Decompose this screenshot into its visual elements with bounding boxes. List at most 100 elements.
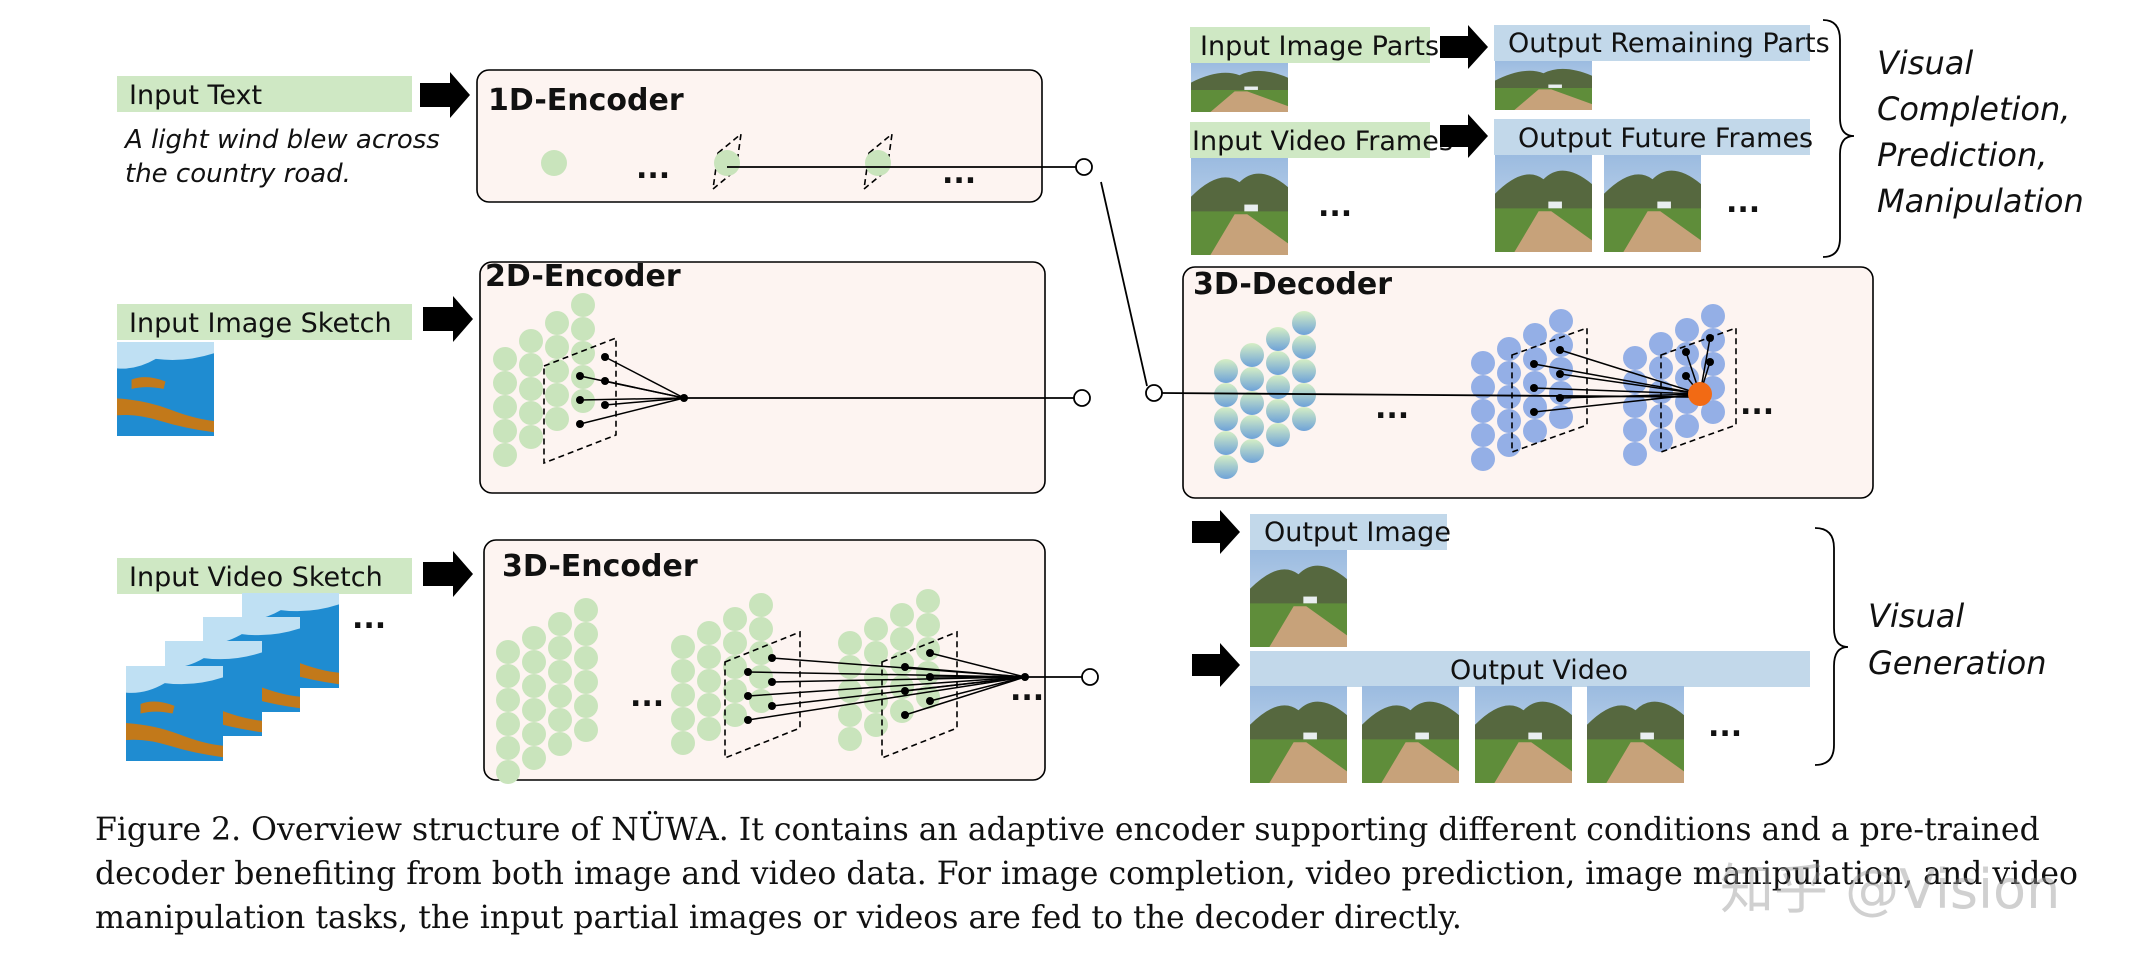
attention-point [1556, 346, 1564, 354]
token-node [890, 627, 914, 651]
completion-group-line2: Completion, [1877, 90, 2070, 128]
attention-point [1682, 348, 1690, 356]
input-video-frames-label: Input Video Frames [1190, 122, 1453, 158]
token-node [697, 717, 721, 741]
attention-point [1556, 370, 1564, 378]
arrow-video-sketch-to-3d-encoder [423, 551, 473, 597]
attention-point [1530, 408, 1538, 416]
arrow-sketch-to-2d-encoder [423, 296, 473, 342]
attention-line [604, 356, 685, 399]
attention-line [747, 676, 1026, 721]
output-video-text: Output Video [1450, 655, 1628, 686]
decoder-ellipsis-1: ... [1375, 391, 1409, 426]
token-node [496, 664, 520, 688]
token-node [890, 699, 914, 723]
token-node [723, 607, 747, 631]
attention-line [1559, 349, 1701, 395]
attention-line [579, 397, 685, 401]
token-node [519, 425, 543, 449]
attention-line [929, 652, 1026, 678]
attention-point [601, 401, 609, 409]
token-node [574, 694, 598, 718]
input-frames-ellipsis: ... [1318, 189, 1352, 224]
token-node [1523, 323, 1547, 347]
token-node [1266, 375, 1290, 399]
token-node [697, 693, 721, 717]
future-frame-2 [1604, 155, 1701, 252]
token-node [1471, 399, 1495, 423]
generated-video-ellipsis: ... [1708, 709, 1742, 744]
3d-encoder-box: 3D-Encoder ... ... [483, 539, 1082, 784]
image-parts-thumbnail [1191, 63, 1288, 112]
token-node [1523, 419, 1547, 443]
token-node [1497, 361, 1521, 385]
output-remaining-parts-label: Output Remaining Parts [1494, 25, 1830, 61]
token-node [1292, 311, 1316, 335]
token-node [1292, 383, 1316, 407]
token-node [1675, 414, 1699, 438]
token-node [1471, 447, 1495, 471]
token-node [1292, 359, 1316, 383]
attention-window [1511, 326, 1588, 454]
token-node [1266, 351, 1290, 375]
token-node [571, 341, 595, 365]
input-image-sketch-label: Input Image Sketch [117, 304, 412, 340]
attention-line [579, 397, 685, 425]
token-node [838, 679, 862, 703]
token-node [723, 679, 747, 703]
generation-group-line2: Generation [1868, 644, 2047, 682]
token-node [1623, 442, 1647, 466]
token-node [1471, 375, 1495, 399]
output-image-text: Output Image [1264, 517, 1451, 548]
arrow-image-parts [1440, 25, 1488, 69]
token-node [574, 598, 598, 622]
token-node [522, 746, 546, 770]
token-node [749, 665, 773, 689]
token-node [1214, 407, 1238, 431]
attention-point [744, 716, 752, 724]
token-node [1266, 327, 1290, 351]
input-image-sketch-label-text: Input Image Sketch [129, 308, 392, 339]
token-node [519, 377, 543, 401]
attention-point [926, 697, 934, 705]
token-node [496, 760, 520, 784]
token-node [545, 311, 569, 335]
3d-decoder-box: 3D-Decoder ... ... [1161, 266, 1874, 499]
arrow-text-to-1d-encoder [420, 72, 470, 118]
attention-line [604, 380, 685, 399]
decoder-input-port [1145, 384, 1163, 402]
completion-group-line3: Prediction, [1877, 136, 2047, 174]
token-node [1471, 351, 1495, 375]
token-node [1240, 367, 1264, 391]
token-node [1292, 335, 1316, 359]
attention-line [771, 676, 1026, 683]
token-node [519, 329, 543, 353]
output-image-label: Output Image [1250, 514, 1451, 550]
token-node [749, 593, 773, 617]
token-node [545, 335, 569, 359]
token-node [864, 617, 888, 641]
attention-point [744, 692, 752, 700]
output-future-frames-text: Output Future Frames [1518, 123, 1813, 154]
token-node [714, 150, 740, 176]
completion-group-line4: Manipulation [1877, 182, 2084, 220]
generated-video-frame-3 [1475, 686, 1572, 783]
3d-attention-lines [744, 649, 1029, 724]
token-node [1266, 399, 1290, 423]
token-node [571, 293, 595, 317]
token-node [522, 674, 546, 698]
token-node [697, 621, 721, 645]
attention-line [604, 397, 685, 406]
attention-line [1533, 363, 1701, 395]
2d-encoder-title: 2D-Encoder [485, 259, 681, 294]
token-node [1701, 304, 1725, 328]
token-node [838, 703, 862, 727]
attention-point [901, 663, 909, 671]
token-node [1214, 359, 1238, 383]
generated-video-frame-1 [1250, 686, 1347, 783]
attention-point [1530, 384, 1538, 392]
generated-video-frame-4 [1587, 686, 1684, 783]
attention-line [747, 676, 1026, 697]
3d-enc-ellipsis-2: ... [1010, 673, 1044, 708]
token-node [1292, 407, 1316, 431]
